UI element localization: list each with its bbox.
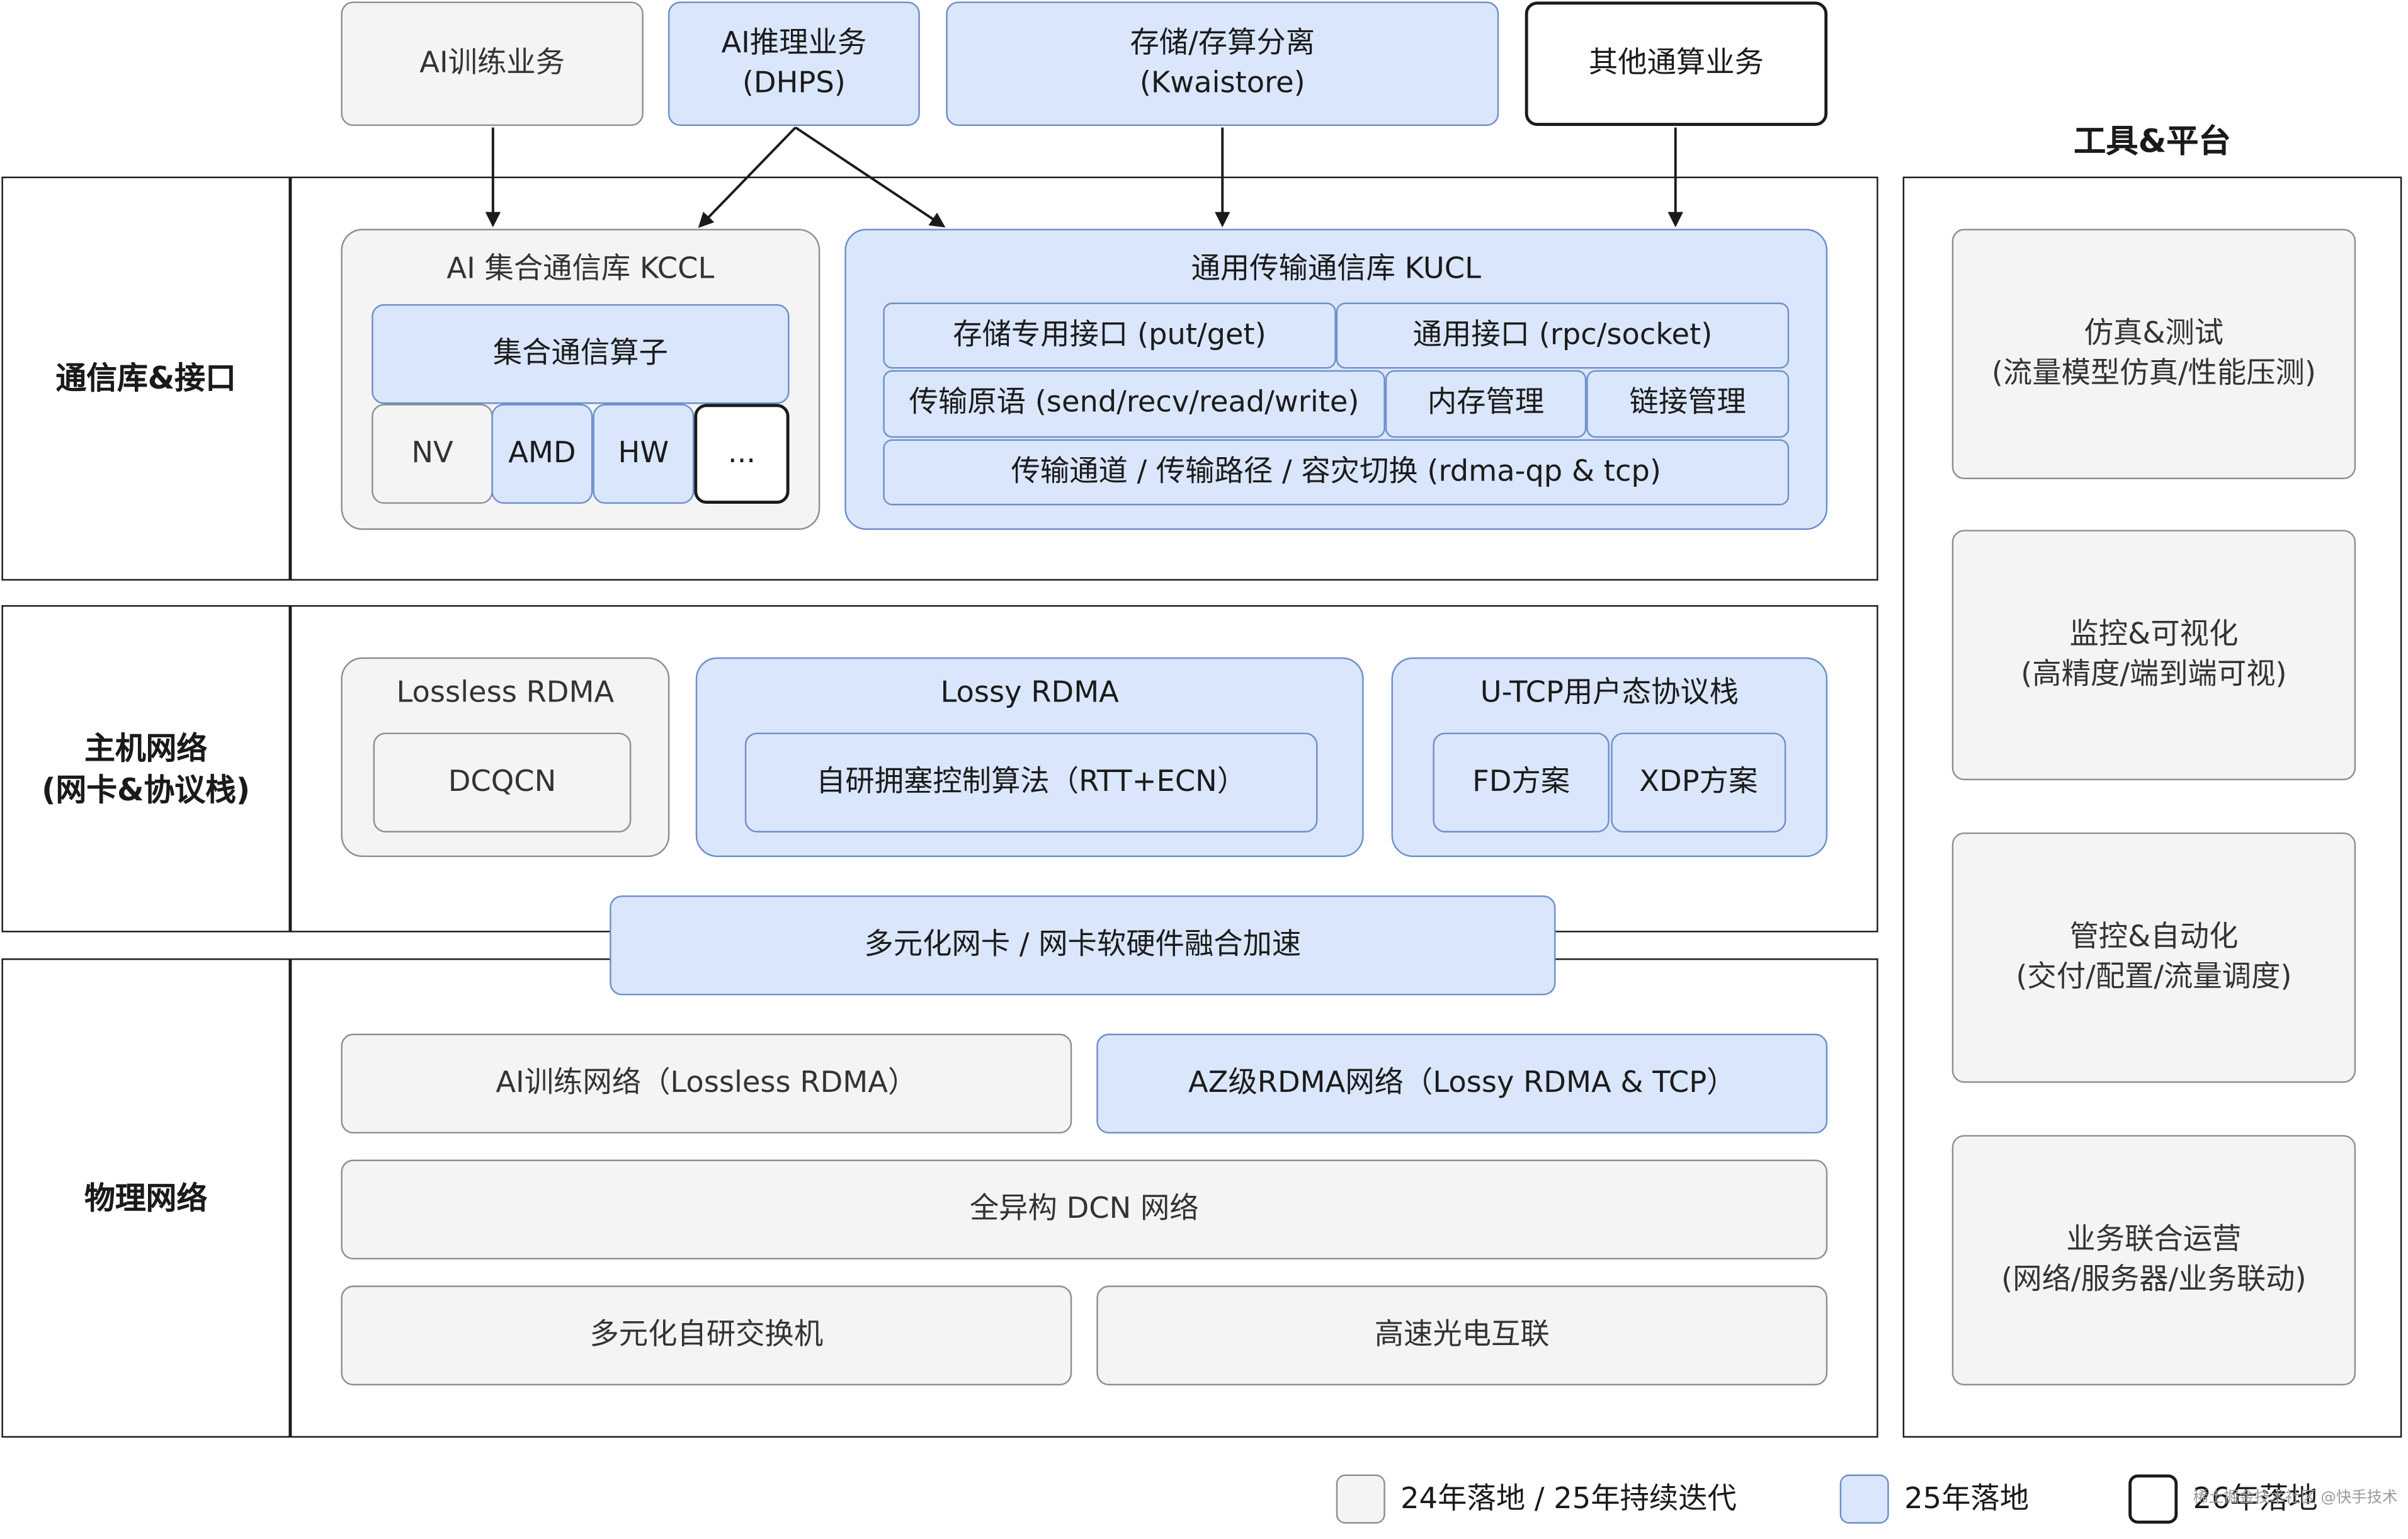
tool-joint-operations: 业务联合运营 (网络/服务器/业务联动) (1951, 1135, 2356, 1386)
service-ai-training: AI训练业务 (341, 1, 644, 127)
kccl-title: AI 集合通信库 KCCL (446, 252, 715, 286)
watermark: 稀土掘金技术社区 @快手技术 (2193, 1489, 2398, 1507)
tools-panel (1902, 176, 2402, 1438)
tool-simulation-testing: 仿真&测试 (流量模型仿真/性能压测) (1951, 229, 2356, 479)
kucl-title: 通用传输通信库 KUCL (1191, 252, 1481, 286)
layer-comm-label: 通信库&接口 (55, 359, 236, 397)
kccl-backend-nv: NV (372, 404, 493, 504)
service-storage: 存储/存算分离 (Kwaistore) (946, 1, 1499, 127)
fd-scheme-box: FD方案 (1433, 732, 1610, 832)
tools-title: 工具&平台 (2074, 123, 2231, 160)
optical-interconnect-box: 高速光电互联 (1096, 1285, 1828, 1386)
kccl-operator: 集合通信算子 (372, 304, 790, 404)
legend-label-blue: 25年落地 (1904, 1482, 2030, 1516)
ai-training-network-box: AI训练网络（Lossless RDMA） (341, 1033, 1072, 1134)
lossy-rdma-title: Lossy RDMA (940, 676, 1119, 710)
layer-host-label: 主机网络 (网卡&协议栈) (42, 729, 251, 807)
legend-swatch-white (2128, 1474, 2178, 1524)
az-rdma-network-box: AZ级RDMA网络（Lossy RDMA & TCP） (1096, 1033, 1828, 1134)
xdp-scheme-box: XDP方案 (1611, 732, 1786, 832)
dcn-network-box: 全异构 DCN 网络 (341, 1159, 1828, 1260)
layer-comm-band (1, 176, 1878, 581)
layer-comm-divider (288, 176, 292, 581)
legend-label-white: 26年落地 (2193, 1482, 2318, 1516)
service-ai-inference: AI推理业务 (DHPS) (667, 1, 920, 127)
service-other-compute: 其他通算业务 (1525, 1, 1828, 127)
utcp-title: U-TCP用户态协议栈 (1480, 676, 1739, 710)
kucl-memory-mgmt: 内存管理 (1385, 370, 1587, 438)
tool-control-automation: 管控&自动化 (交付/配置/流量调度) (1951, 832, 2356, 1083)
kucl-general-api: 通用接口 (rpc/socket) (1336, 302, 1790, 369)
lossless-rdma-title: Lossless RDMA (396, 676, 615, 710)
layer-host-divider (288, 605, 292, 933)
kucl-storage-api: 存储专用接口 (put/get) (883, 302, 1336, 369)
legend-swatch-blue (1839, 1474, 1889, 1524)
kccl-backend-amd: AMD (491, 404, 593, 504)
congestion-control-box: 自研拥塞控制算法（RTT+ECN） (744, 732, 1318, 832)
layer-physical-label: 物理网络 (84, 1179, 208, 1216)
kucl-primitives: 传输原语 (send/recv/read/write) (883, 370, 1385, 438)
kucl-link-mgmt: 链接管理 (1586, 370, 1790, 438)
legend-label-gray: 24年落地 / 25年持续迭代 (1400, 1482, 1737, 1516)
legend-swatch-gray (1336, 1474, 1385, 1524)
dcqcn-box: DCQCN (373, 732, 632, 832)
tool-monitoring-visualization: 监控&可视化 (高精度/端到端可视) (1951, 530, 2356, 781)
switch-box: 多元化自研交换机 (341, 1285, 1072, 1386)
layer-physical-divider (288, 958, 292, 1438)
kucl-channel: 传输通道 / 传输路径 / 容灾切换 (rdma-qp & tcp) (883, 439, 1790, 506)
kccl-backend-hw: HW (593, 404, 695, 504)
kccl-backend-more: ... (694, 404, 790, 504)
nic-acceleration-box: 多元化网卡 / 网卡软硬件融合加速 (610, 895, 1556, 996)
